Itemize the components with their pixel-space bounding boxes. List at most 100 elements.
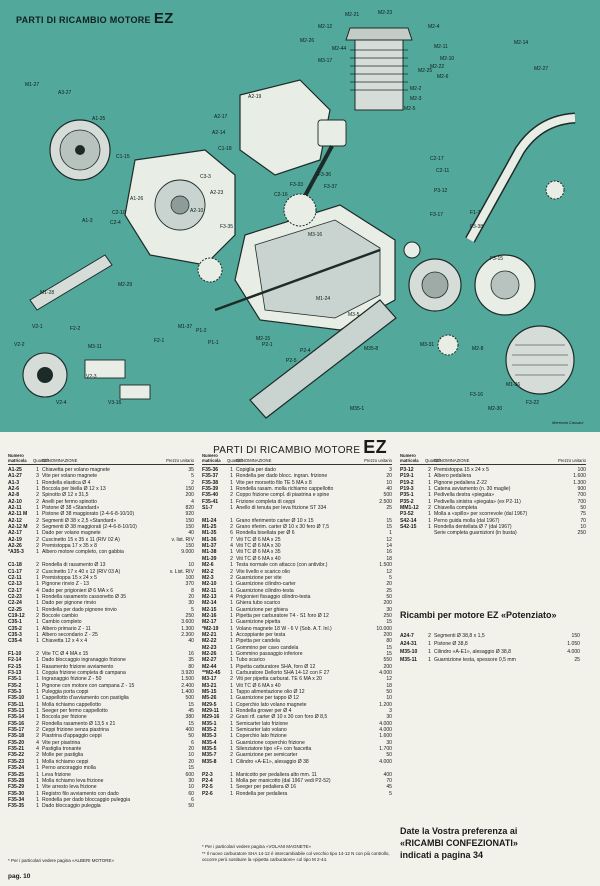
part-description: Viti TC Ø 6 MA x 40 [236,682,281,689]
part-price: 30 [386,714,392,721]
part-callout-label: F3-37 [324,184,337,190]
part-callout-label: P1-1 [208,340,219,346]
part-callout-label: P1-2 [196,328,207,334]
part-callout-label: M35-1 [350,406,364,412]
part-callout-label: M3-5 [348,312,360,318]
part-qty: 4 [230,543,233,550]
part-callout-label: M3-16 [308,232,322,238]
part-number: S42-14 [400,517,417,524]
part-callout-label: P2-4 [300,348,311,354]
part-number: C1-17 [8,568,22,575]
part-qty: 6 [230,530,233,537]
part-price: 1.500 [181,676,194,683]
part-callout-label: M2-30 [488,406,502,412]
part-number: M29-5 [202,701,217,708]
part-description: Boccole cambio [42,612,78,619]
part-callout-label: C2-17 [430,156,444,162]
part-qty: 1 [36,682,39,689]
part-price: 60 [188,790,194,797]
part-description: Grano riferim. carter Ø 10 x 30 fero Ø 7… [236,524,330,531]
part-description: Ceppi frizione senza piastrina [42,727,109,734]
part-price: 50 [386,593,392,600]
part-number: F35-17 [8,727,25,734]
part-number: M3-21 [202,682,217,689]
part-number: F3-13 [8,670,22,676]
part-price: 4 [191,498,194,505]
part-number: P2-6 [202,790,213,797]
part-qty: 1 [36,486,39,493]
part-callout-label: M3-31 [420,342,434,348]
part-callout-label: M2-4 [428,24,440,30]
part-price: 12 [386,676,392,683]
part-description: Molla richiamo ceppi [42,758,89,765]
part-price: 30 [188,777,194,784]
part-number: M2-10 [202,581,217,588]
part-price: 45 [386,784,392,791]
part-number: F35-22 [8,752,25,759]
part-description: Guarnizione per ghiera [236,606,288,613]
part-callout-label: M2-6 [437,74,449,80]
part-row: Serie completa guarnizioni (in busta)250 [400,530,586,536]
part-number: M35-1 [202,720,217,727]
part-price: 500 [383,492,393,499]
part-description: Coperchio lato volano magnete [236,701,307,708]
part-description: Pedivella destra «piegata» [434,492,495,499]
part-price: 18 [386,555,392,562]
part-qty: 1 [36,695,39,702]
part-price: 500 [185,695,195,702]
part-qty: 1 [230,720,233,727]
part-description: Rondella di rasamento Ø 13 [42,562,106,569]
part-description: Testa normale con attacco (con antivibr.… [236,562,328,569]
part-qty: 1 [230,625,233,632]
header-qty: Quantità [227,458,243,464]
part-qty: 1 [36,574,39,581]
part-price: 80 [386,638,392,645]
part-description: Semicarter lato volano [236,727,287,734]
part-description: Accoppiante per testa [236,631,286,638]
part-description: Rondella rasamento Ø 13,5 x 21 [42,720,116,727]
part-qty: 2 [36,568,39,575]
part-price: 150 [185,524,195,531]
header-desc: DENOMINAZIONE [434,459,470,464]
part-qty: 1 [36,638,39,645]
part-callout-label: F3-16 [470,392,483,398]
part-price: 1.700 [379,746,392,753]
part-callout-label: C2-11 [436,168,449,174]
part-price: 2.300 [181,631,194,638]
part-qty: 1 [36,714,39,721]
part-qty: 1 [230,733,233,740]
part-price: 15 [386,644,392,651]
part-description: Rondella elastica Ø 4 [42,479,91,486]
part-number: M1-38 [202,549,217,556]
part-number: **M2-45 [202,670,221,676]
part-price: 10 [188,752,194,759]
part-price: 50 [188,803,194,810]
part-qty: 2 [36,517,39,524]
part-qty: 2 [230,714,233,721]
part-number: F35-39 [202,486,219,493]
part-price: 380 [185,714,195,721]
part-qty: 1 [230,549,233,556]
part-callout-label: M2-27 [534,66,548,72]
diagram-title-text: PARTI DI RICAMBIO MOTORE [16,15,151,25]
part-number: A24-31 [400,641,417,647]
part-qty: 1 [36,708,39,715]
promo-line: «RICAMBI CONFEZIONATI» [400,838,518,848]
part-callout-label: A3-27 [58,90,72,96]
